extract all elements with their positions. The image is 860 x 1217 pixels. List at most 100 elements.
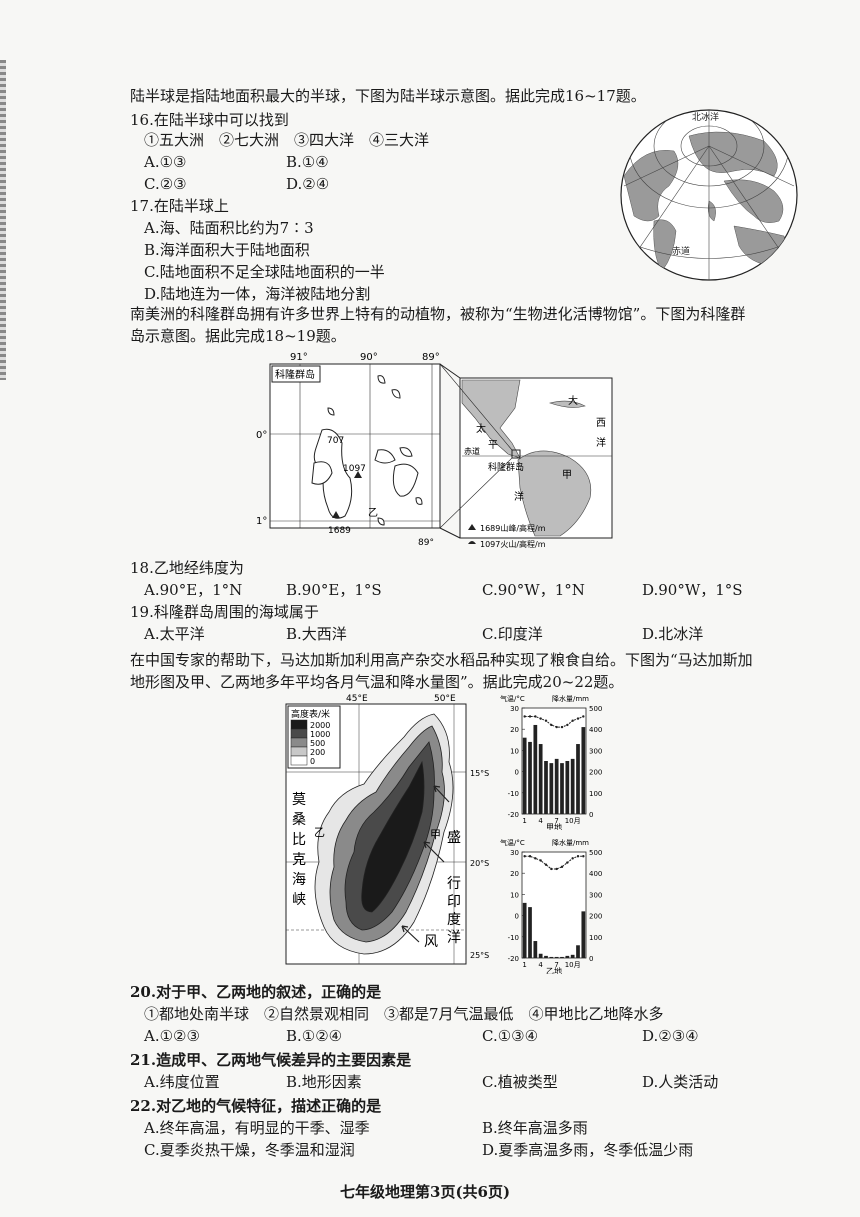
wind-2: 行 bbox=[447, 876, 461, 892]
scan-edge bbox=[0, 60, 6, 380]
legend-level-0: 2000 bbox=[310, 721, 330, 730]
legend-peak: 1689山峰/高程/m bbox=[480, 523, 546, 533]
lon-50e: 50°E bbox=[434, 694, 456, 704]
q19-option-d[interactable]: D.北冰洋 bbox=[642, 625, 704, 643]
q20-option-a[interactable]: A.①②③ bbox=[144, 1027, 200, 1045]
q21-option-c[interactable]: C.植被类型 bbox=[482, 1073, 558, 1091]
q18-option-d[interactable]: D.90°W，1°S bbox=[642, 581, 743, 599]
map1-title: 科隆群岛 bbox=[275, 368, 315, 381]
q18-option-c[interactable]: C.90°W，1°N bbox=[482, 581, 585, 599]
q16-option-c[interactable]: C.②③ bbox=[144, 175, 187, 193]
ylabel-left-1: 气温/°C bbox=[500, 838, 525, 847]
precip-bar-1-9 bbox=[570, 954, 575, 958]
page-footer: 七年级地理第3页(共6页) bbox=[340, 1183, 511, 1201]
q21-option-a[interactable]: A.纬度位置 bbox=[144, 1073, 220, 1091]
q18-stem: 18.乙地经纬度为 bbox=[130, 559, 244, 577]
q20-items: ①都地处南半球 ②自然景观相同 ③都是7月气温最低 ④甲地比乙地降水多 bbox=[144, 1005, 664, 1023]
globe-label-arctic: 北冰洋 bbox=[692, 111, 719, 123]
ytick-right-0-3: 300 bbox=[589, 747, 602, 755]
q17-option-d[interactable]: D.陆地连为一体，海洋被陆地分割 bbox=[144, 285, 371, 303]
xtick-0-3: 10月 bbox=[565, 817, 581, 825]
lon-45e: 45°E bbox=[346, 694, 368, 704]
ytick-left-0-4: 20 bbox=[510, 726, 519, 734]
peak-707: 707 bbox=[327, 436, 344, 446]
q20-option-c[interactable]: C.①③④ bbox=[482, 1027, 539, 1045]
chart-title-0: 甲地 bbox=[546, 822, 562, 830]
precip-bar-1-2 bbox=[533, 941, 538, 958]
moz-1: 莫 bbox=[292, 792, 306, 808]
precip-bar-0-9 bbox=[570, 758, 575, 814]
temp-point-0-11 bbox=[582, 715, 585, 718]
temp-point-1-8 bbox=[566, 861, 569, 864]
moz-4: 克 bbox=[292, 852, 306, 868]
temp-point-0-3 bbox=[539, 717, 542, 720]
q16-option-b[interactable]: B.①④ bbox=[286, 153, 329, 171]
ytick-right-0-1: 100 bbox=[589, 790, 602, 798]
ytick-left-1-5: 30 bbox=[510, 849, 519, 857]
intro-18-19-line1: 南美洲的科隆群岛拥有许多世界上特有的动植物，被称为“生物进化活博物馆”。下图为科… bbox=[130, 305, 746, 323]
lon-90: 90° bbox=[360, 352, 378, 363]
inset-chidao: 赤道 bbox=[464, 446, 480, 456]
q16-option-a[interactable]: A.①③ bbox=[144, 153, 187, 171]
yi-label: 乙 bbox=[368, 507, 378, 519]
q19-option-b[interactable]: B.大西洋 bbox=[286, 625, 347, 643]
q22-option-a[interactable]: A.终年高温，有明显的干季、湿季 bbox=[144, 1119, 370, 1137]
ylabel-right-1: 降水量/mm bbox=[552, 838, 589, 847]
q20-option-b[interactable]: B.①②④ bbox=[286, 1027, 343, 1045]
indian-3: 洋 bbox=[447, 930, 461, 946]
q16-option-d[interactable]: D.②④ bbox=[286, 175, 330, 193]
ytick-right-1-3: 300 bbox=[589, 891, 602, 899]
ytick-right-1-2: 200 bbox=[589, 913, 602, 921]
q17-option-b[interactable]: B.海洋面积大于陆地面积 bbox=[144, 241, 310, 259]
temp-point-0-5 bbox=[550, 723, 553, 727]
ytick-left-1-4: 20 bbox=[510, 870, 519, 878]
q18-option-a[interactable]: A.90°E，1°N bbox=[144, 581, 243, 599]
q21-option-b[interactable]: B.地形因素 bbox=[286, 1073, 362, 1091]
q19-option-a[interactable]: A.太平洋 bbox=[144, 625, 205, 643]
temp-point-1-1 bbox=[528, 855, 532, 858]
precip-bar-1-10 bbox=[576, 945, 580, 958]
q17-stem: 17.在陆半球上 bbox=[130, 197, 229, 215]
ytick-left-0-2: 0 bbox=[515, 769, 519, 777]
lat-20s: 20°S bbox=[470, 859, 489, 868]
q21-option-d[interactable]: D.人类活动 bbox=[642, 1073, 719, 1091]
lon-91: 91° bbox=[290, 352, 308, 363]
q17-option-c[interactable]: C.陆地面积不足全球陆地面积的一半 bbox=[144, 263, 385, 281]
ytick-right-0-2: 200 bbox=[589, 769, 602, 777]
q22-option-b[interactable]: B.终年高温多雨 bbox=[482, 1119, 588, 1137]
q22-option-c[interactable]: C.夏季炎热干燥，冬季温和湿润 bbox=[144, 1141, 355, 1159]
precip-bar-0-8 bbox=[565, 761, 570, 814]
madagascar-map: 45°E 50°E 高度表/米 2000 1000 500 200 0 15°S… bbox=[285, 694, 489, 965]
precip-bar-0-3 bbox=[538, 744, 543, 814]
moz-3: 比 bbox=[292, 832, 306, 848]
precip-bar-1-4 bbox=[544, 955, 548, 958]
ytick-right-0-4: 400 bbox=[589, 726, 602, 734]
ytick-right-1-4: 400 bbox=[589, 870, 602, 878]
ytick-right-1-5: 500 bbox=[589, 849, 602, 857]
lat-0: 0° bbox=[256, 430, 267, 441]
inset-jia: 甲 bbox=[562, 470, 572, 481]
temp-point-0-8 bbox=[566, 723, 569, 727]
temp-point-0-6 bbox=[555, 725, 558, 729]
xtick-1-2: 7 bbox=[554, 961, 558, 969]
q17-option-a[interactable]: A.海、陆面积比约为7∶3 bbox=[144, 219, 314, 237]
ytick-right-1-1: 100 bbox=[589, 934, 602, 942]
q18-option-b[interactable]: B.90°E，1°S bbox=[286, 581, 382, 599]
precip-bar-0-0 bbox=[522, 737, 527, 814]
wind-1: 盛 bbox=[447, 830, 461, 846]
q22-option-d[interactable]: D.夏季高温多雨，冬季低温少雨 bbox=[482, 1141, 694, 1159]
temp-point-1-10 bbox=[576, 855, 580, 858]
inset-yang1: 洋 bbox=[596, 436, 606, 449]
chart-title-1: 乙地 bbox=[546, 966, 562, 974]
q16-stem: 16.在陆半球中可以找到 bbox=[130, 111, 289, 129]
precip-bar-1-11 bbox=[581, 911, 586, 958]
q16-items: ①五大洲 ②七大洲 ③四大洋 ④三大洋 bbox=[144, 131, 430, 149]
temp-point-1-2 bbox=[534, 857, 537, 860]
precip-bar-1-8 bbox=[565, 955, 570, 958]
intro-20-22-line1: 在中国专家的帮助下，马达加斯加利用高产杂交水稻品种实现了粮食自给。下图为“马达加… bbox=[130, 651, 753, 669]
precip-bar-0-10 bbox=[576, 744, 580, 814]
q20-option-d[interactable]: D.②③④ bbox=[642, 1027, 699, 1045]
q19-option-c[interactable]: C.印度洋 bbox=[482, 625, 543, 643]
ytick-left-0-3: 10 bbox=[510, 747, 519, 755]
